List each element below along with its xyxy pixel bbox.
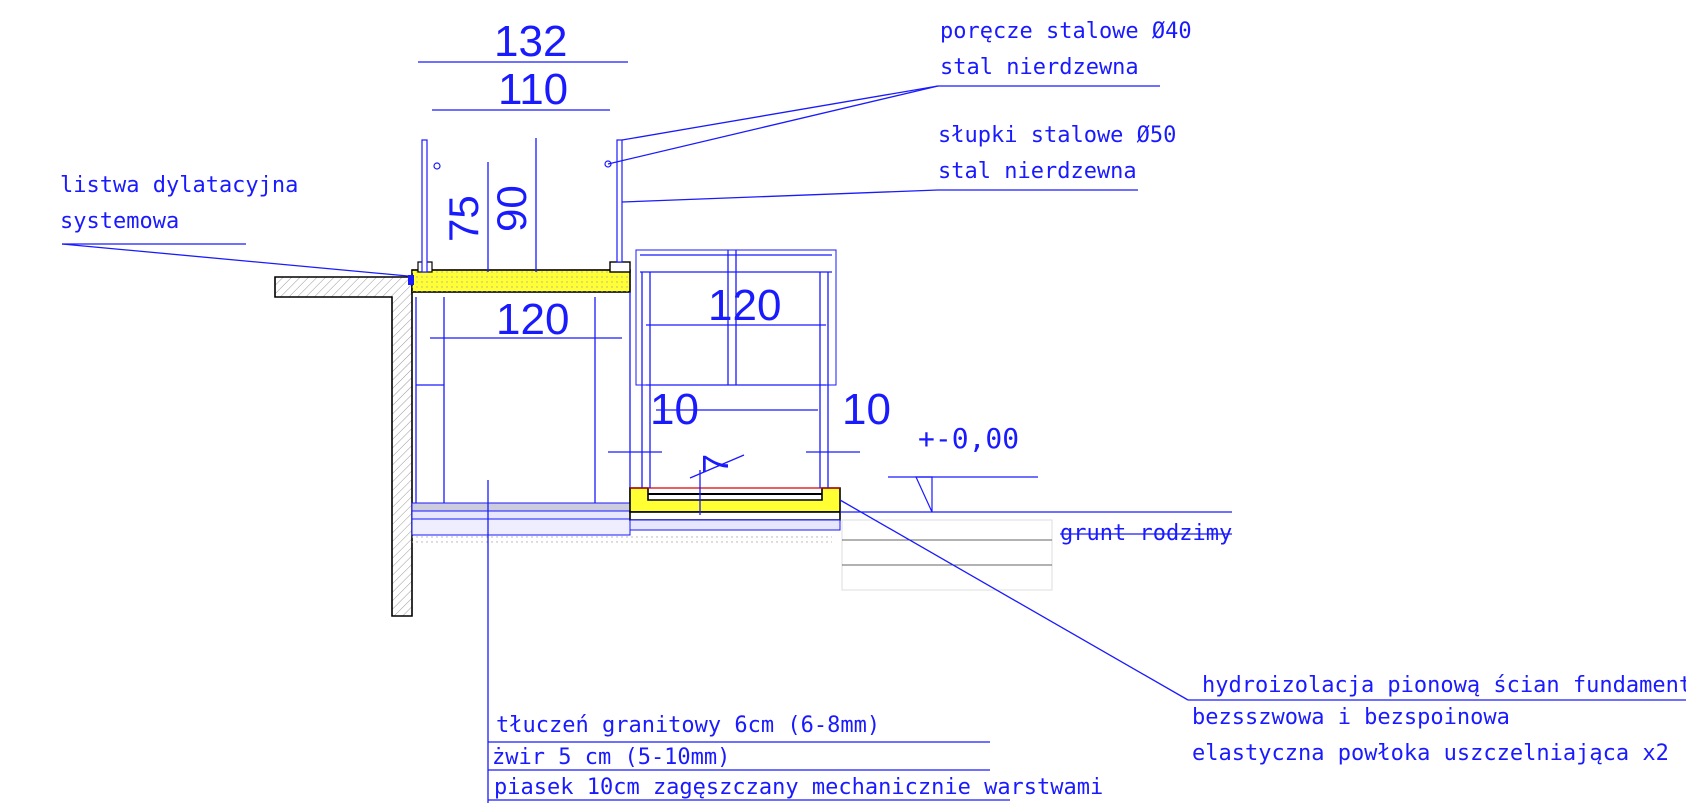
dim-120-left: 120 (496, 295, 569, 344)
dim-75: 75 (440, 195, 487, 242)
upper-deck-slab (408, 261, 631, 293)
layer-label-2: żwir 5 cm (5-10mm) (492, 745, 730, 770)
foundation-wall (274, 276, 413, 617)
leader-lines (61, 85, 1686, 803)
lower-deck-pit (629, 487, 841, 531)
dimension-lines (418, 61, 860, 515)
level-marker: +-0,00 (888, 422, 1038, 513)
base-layers (411, 502, 832, 543)
ground-line (840, 511, 1232, 591)
joint-label-1: listwa dylatacyjna (60, 173, 298, 198)
railing-label-2: stal nierdzewna (940, 55, 1139, 80)
dim-132: 132 (494, 17, 567, 66)
layer-label-1: tłuczeń granitowy 6cm (6-8mm) (496, 713, 880, 738)
posts-label-2: stal nierdzewna (938, 159, 1137, 184)
dim-120-right: 120 (708, 281, 781, 330)
dim-10-right: 10 (842, 385, 891, 434)
joint-label-2: systemowa (60, 209, 179, 234)
posts-label-1: słupki stalowe Ø50 (938, 123, 1176, 148)
dim-10-left: 10 (650, 385, 699, 434)
under-deck-frame (415, 292, 631, 505)
dim-7: 7 (695, 454, 736, 474)
dim-90: 90 (488, 185, 535, 232)
railing-label-1: poręcze stalowe Ø40 (940, 19, 1192, 44)
hydro-label-1: hydroizolacja pionową ścian fundamentowy… (1202, 673, 1686, 698)
dim-110: 110 (498, 65, 568, 114)
ground-label: grunt rodzimy (1060, 521, 1232, 546)
layer-label-3: piasek 10cm zagęszczany mechanicznie war… (494, 775, 1103, 800)
hydro-label-3: elastyczna powłoka uszczelniająca x2 (1192, 741, 1669, 766)
hydro-label-2: bezsszwowa i bezspoinowa (1192, 705, 1510, 730)
level-label: +-0,00 (918, 422, 1019, 455)
railing-posts (421, 139, 623, 273)
